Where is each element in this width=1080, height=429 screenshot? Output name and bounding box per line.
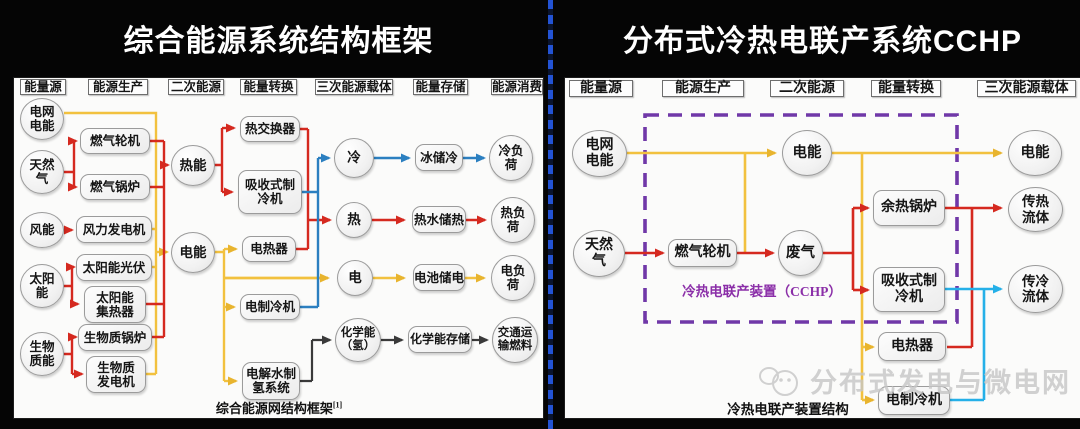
node-biomass-energy: 生物 质能 (20, 332, 64, 376)
cchp-boundary-box (643, 113, 959, 324)
node-battery-storage: 电池储电 (413, 264, 465, 291)
right-header-secondary-energy: 二次能源 (770, 80, 844, 97)
right-header-energy-source: 能量源 (569, 80, 633, 97)
node-electric-energy-out: 电能 (1008, 130, 1062, 176)
left-caption-reference-mark: [1] (332, 400, 343, 410)
node-cooling-load: 冷负 荷 (489, 135, 533, 181)
node-grid-electricity-right: 电网 电能 (572, 130, 627, 177)
left-caption-text: 综合能源网结构框架 (215, 401, 333, 416)
right-header-tertiary-carrier: 三次能源载体 (977, 80, 1076, 97)
node-waste-heat-boiler: 余热锅炉 (873, 190, 945, 226)
left-caption: 综合能源网结构框架[1] (189, 398, 369, 417)
node-electricity: 电 (337, 260, 373, 296)
left-header-energy-source: 能量源 (20, 79, 66, 95)
node-absorption-chiller: 吸收式制 冷机 (238, 170, 302, 214)
node-cold: 冷 (334, 138, 374, 178)
node-transport-fuel: 交通运 输燃料 (492, 317, 538, 363)
right-flow-lines (625, 113, 1003, 405)
left-header-energy-storage: 能量存储 (413, 79, 468, 95)
right-header-energy-production: 能源生产 (662, 80, 744, 97)
node-gas-turbine: 燃气轮机 (80, 128, 150, 154)
node-exhaust-gas: 废气 (778, 230, 823, 276)
node-chemical-storage: 化学能存储 (408, 326, 472, 353)
right-header-energy-conversion: 能量转换 (871, 80, 941, 97)
node-natural-gas-right: 天然 气 (573, 230, 625, 277)
left-header-energy-conversion: 能量转换 (240, 79, 297, 95)
left-header-secondary-energy: 二次能源 (168, 79, 224, 95)
watermark: 分布式发电与微电网 (758, 361, 1071, 400)
right-diagram-panel: 能量源 能源生产 二次能源 能量转换 三次能源载体 电网 电能 天然 气 燃气轮… (565, 78, 1080, 418)
node-heat-energy: 热能 (171, 145, 215, 186)
cchp-device-label: 冷热电联产装置（CCHP） (682, 284, 842, 299)
panel-divider (548, 0, 553, 429)
watermark-text: 分布式发电与微电网 (810, 368, 1071, 398)
node-solar-pv: 太阳能光伏 (76, 254, 152, 281)
left-header-energy-consumption: 能源消费 (491, 79, 543, 95)
left-header-energy-production: 能源生产 (88, 79, 148, 95)
node-gas-turbine-right: 燃气轮机 (668, 239, 737, 267)
node-natural-gas: 天然 气 (20, 150, 64, 194)
node-wind-energy: 风能 (20, 212, 64, 248)
node-heat: 热 (336, 202, 372, 238)
right-caption: 冷热电联产装置结构 (727, 402, 849, 417)
left-title: 综合能源系统结构框架 (123, 25, 434, 58)
node-electric-heater: 电热器 (242, 236, 296, 262)
node-gas-boiler: 燃气锅炉 (80, 174, 150, 200)
node-electric-chiller: 电制冷机 (240, 294, 300, 320)
node-ice-storage: 冰储冷 (415, 144, 463, 171)
node-electric-energy: 电能 (171, 232, 215, 273)
right-title: 分布式冷热电联产系统CCHP (622, 25, 1022, 58)
node-heat-transfer-fluid: 传热 流体 (1008, 187, 1063, 232)
left-header-tertiary-carrier: 三次能源载体 (315, 79, 393, 95)
node-cold-transfer-fluid: 传冷 流体 (1008, 265, 1063, 313)
watermark-logo-icon (759, 366, 798, 396)
left-flow-lines (64, 111, 489, 386)
node-biomass-generator: 生物质 发电机 (86, 356, 146, 393)
node-electric-chiller-right: 电制冷机 (878, 386, 950, 415)
node-wind-generator: 风力发电机 (76, 216, 152, 243)
node-electric-load: 电负 荷 (491, 255, 535, 301)
node-solar-collector: 太阳能 集热器 (84, 286, 146, 323)
node-solar-energy: 太阳 能 (20, 264, 64, 308)
node-electric-energy-right: 电能 (782, 130, 832, 176)
node-biomass-boiler: 生物质锅炉 (78, 324, 152, 351)
left-diagram-panel: 能量源 能源生产 二次能源 能量转换 三次能源载体 能量存储 能源消费 电网 电… (14, 78, 543, 418)
node-heat-exchanger: 热交换器 (240, 116, 300, 142)
node-chemical-hydrogen: 化学能 （氢） (335, 318, 381, 362)
node-electrolysis-system: 电解水制 氢系统 (242, 362, 300, 400)
node-heating-load: 热负 荷 (491, 197, 535, 243)
node-electric-heater-right: 电热器 (878, 332, 946, 361)
node-absorption-chiller-right: 吸收式制 冷机 (873, 267, 945, 312)
node-grid-electricity: 电网 电能 (20, 98, 64, 140)
node-hot-water-storage: 热水储热 (412, 206, 466, 233)
